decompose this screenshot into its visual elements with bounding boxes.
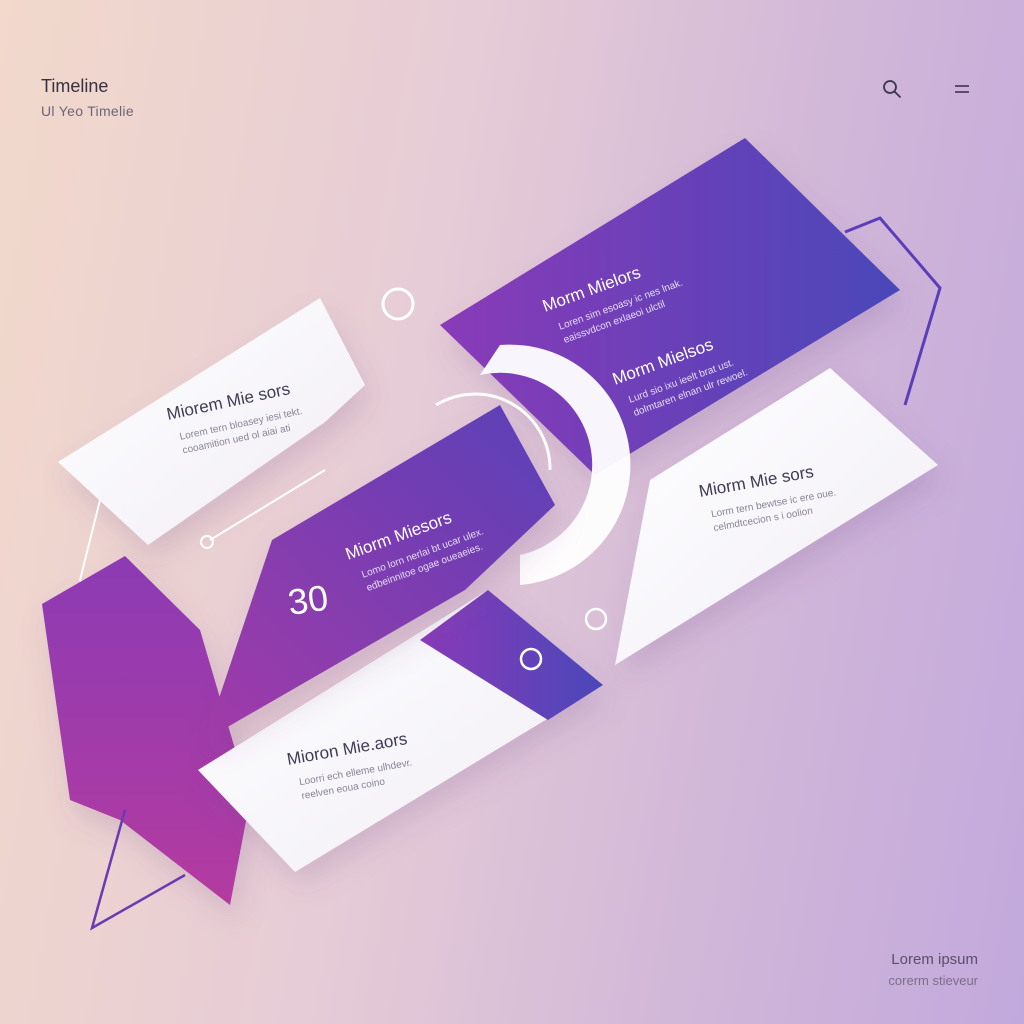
page-subtitle: Ul Yeo Timelie xyxy=(41,103,134,119)
timeline-number: 30 xyxy=(285,577,330,623)
page-title: Timeline xyxy=(41,76,109,96)
timeline-card-bottom-accent xyxy=(420,590,603,720)
timeline-card-purple-center xyxy=(205,405,555,740)
connector-dot xyxy=(200,535,214,549)
decor-circle-bottom xyxy=(519,647,543,671)
timeline-card-white-left xyxy=(58,298,365,545)
timeline-card-white-right xyxy=(615,368,938,665)
footer-title: Lorem ipsum xyxy=(891,951,978,968)
timeline-ring-inner-arc xyxy=(435,392,552,471)
timeline-shape-magenta xyxy=(42,556,250,905)
connector-line xyxy=(209,469,326,541)
decor-circle-mid xyxy=(584,607,608,631)
menu-icon[interactable] xyxy=(949,76,975,102)
timeline-ring xyxy=(480,344,631,585)
outline-triangle-bottom xyxy=(89,809,186,931)
footer-subtitle: corerm stieveur xyxy=(888,973,978,988)
search-icon[interactable] xyxy=(879,76,905,102)
decor-circle-top xyxy=(381,287,415,321)
outline-frame-right xyxy=(844,216,942,406)
